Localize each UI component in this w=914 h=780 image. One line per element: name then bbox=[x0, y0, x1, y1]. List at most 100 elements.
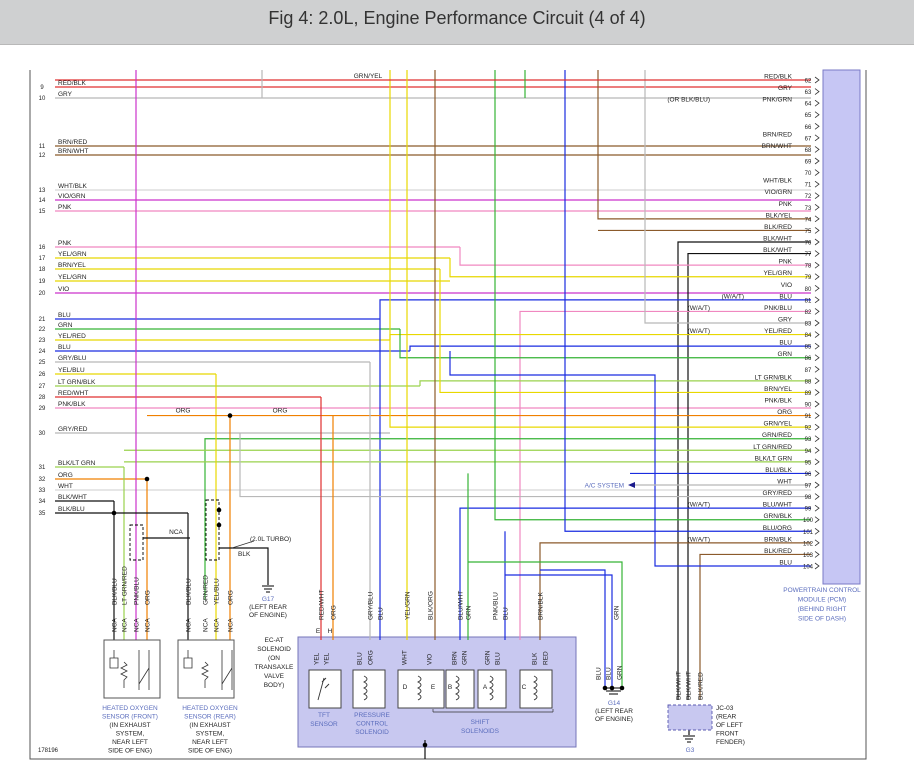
sensor-rear-pin-label: NCA bbox=[228, 618, 235, 632]
right-pin-number: 65 bbox=[805, 113, 812, 119]
ecat-wire-letter: YEL bbox=[324, 652, 331, 665]
tft-thermistor-icon bbox=[317, 677, 330, 701]
connector-arrow bbox=[814, 284, 820, 292]
right-pin-number: 92 bbox=[805, 426, 812, 432]
wire-76 bbox=[677, 241, 811, 700]
right-pin-label: BLK/WHT bbox=[763, 247, 792, 254]
g14-location: OF ENGINE) bbox=[595, 716, 633, 723]
connector-arrow bbox=[814, 157, 820, 165]
wire-85 bbox=[409, 345, 811, 351]
wire-88 bbox=[419, 380, 811, 386]
ecat-ground-dot bbox=[422, 742, 428, 748]
sensor-front-pin-label: NCA bbox=[112, 618, 119, 632]
right-pin-label: BLU/WHT bbox=[763, 502, 792, 509]
ecat-wire-label: GRN bbox=[614, 605, 621, 620]
sensor-rear-label: NEAR LEFT bbox=[192, 739, 228, 746]
shift-solenoid-letter: B bbox=[448, 684, 452, 691]
wire-78 bbox=[459, 247, 811, 266]
pressure-label: PRESSURE bbox=[354, 712, 390, 719]
left-pin-number: 35 bbox=[39, 511, 46, 517]
sensor-front-heater-icon bbox=[109, 650, 119, 669]
left-pin-label: YEL/GRN bbox=[58, 251, 87, 258]
ecat-wire-letter: WHT bbox=[402, 650, 409, 665]
wire-74 bbox=[597, 70, 811, 220]
left-pin-label: PNK bbox=[58, 240, 72, 247]
wire-99 bbox=[459, 507, 811, 640]
wire-83 bbox=[644, 70, 811, 324]
right-pin-number: 99 bbox=[805, 507, 812, 513]
connector-arrow bbox=[814, 400, 820, 408]
ecat-pin-letter: H bbox=[328, 628, 333, 635]
right-pin-number: 84 bbox=[805, 333, 812, 339]
connector-arrow bbox=[814, 99, 820, 107]
sensor-rear-label: HEATED OXYGEN bbox=[182, 705, 238, 712]
right-pin-label: BRN/RED bbox=[763, 131, 793, 138]
ecat-label: BODY) bbox=[264, 682, 285, 689]
g3-label: G3 bbox=[686, 747, 695, 754]
sensor-rear-box bbox=[177, 639, 235, 699]
right-pin-number: 63 bbox=[805, 90, 812, 96]
ecat-wire-label: BRN/BLK bbox=[538, 592, 545, 620]
connector-arrow bbox=[814, 261, 820, 269]
right-pin-number: 74 bbox=[805, 217, 812, 223]
sensor-front-pin-label: NCA bbox=[134, 618, 141, 632]
left-pin-number: 21 bbox=[39, 317, 46, 323]
left-pin-label: RED/BLK bbox=[58, 80, 86, 87]
sensor-front-box bbox=[103, 639, 161, 699]
wire-100 bbox=[494, 70, 811, 521]
ecat-component bbox=[352, 669, 386, 709]
ecat-label: TRANSAXLE bbox=[255, 664, 294, 671]
ecat-label: EC-AT bbox=[264, 637, 283, 644]
solenoid-coil-icon bbox=[454, 675, 460, 701]
connector-arrow bbox=[814, 111, 820, 119]
right-pin-number: 96 bbox=[805, 472, 812, 478]
right-pin-label: BLU bbox=[779, 293, 792, 300]
left-pin-label: BLU bbox=[58, 312, 71, 319]
splice-dot bbox=[602, 685, 608, 691]
left-pin-label: BRN/RED bbox=[58, 139, 88, 146]
tft-label: TFT bbox=[318, 712, 330, 719]
wire-101 bbox=[564, 70, 811, 532]
right-pin-label: GRN/BLK bbox=[763, 513, 792, 520]
right-pin-label: GRY/RED bbox=[763, 490, 793, 497]
turbo-leader bbox=[231, 540, 255, 549]
left-pin-number: 28 bbox=[39, 395, 46, 401]
right-pin-label: BLK/LT GRN bbox=[755, 455, 793, 462]
sensor-rear-label: SIDE OF ENG) bbox=[188, 748, 232, 755]
shift-bracket bbox=[432, 709, 554, 713]
jc03-label: FENDER) bbox=[716, 739, 745, 746]
ecat-wire-label: PNK/BLU bbox=[493, 592, 500, 620]
wire-98 bbox=[239, 433, 811, 498]
right-pin-label: PNK bbox=[779, 259, 793, 266]
ecat-wire-letter: BLK bbox=[532, 652, 539, 665]
connector-arrow bbox=[814, 389, 820, 396]
right-pin-number: 90 bbox=[805, 403, 812, 409]
sensor-front-wire-label: BLK/BLU bbox=[112, 578, 119, 605]
ecat-wire-letter: GRN bbox=[462, 650, 469, 665]
wire-77 bbox=[687, 252, 811, 700]
sensor-rear-label: (IN EXHAUST bbox=[189, 722, 230, 729]
left-pin-label: LT GRN/BLK bbox=[58, 379, 96, 386]
right-pin-number: 70 bbox=[805, 171, 812, 177]
rear-shield bbox=[205, 499, 220, 561]
wire-103 bbox=[699, 553, 811, 700]
right-pin-note: (W/A/T) bbox=[722, 293, 744, 300]
left-pin-label: WHT/BLK bbox=[58, 183, 88, 190]
connector-arrow bbox=[814, 215, 820, 223]
right-pin-label: PNK/BLU bbox=[764, 305, 792, 312]
tft-label: SENSOR bbox=[310, 721, 338, 728]
left-pin-number: 32 bbox=[39, 477, 46, 483]
sensor-front-label: (IN EXHAUST bbox=[109, 722, 150, 729]
sensor-rear-pin-label: NCA bbox=[186, 618, 193, 632]
ecat-wire-label: BLK/ORG bbox=[428, 591, 435, 620]
wire-82 bbox=[519, 310, 811, 640]
connector-arrow bbox=[814, 250, 820, 257]
right-pin-number: 67 bbox=[805, 136, 812, 142]
right-pin-number: 91 bbox=[805, 414, 812, 420]
right-pin-label: LT GRN/RED bbox=[753, 444, 792, 451]
right-pin-note: (W/A/T) bbox=[688, 305, 710, 312]
left-pin-label: ORG bbox=[58, 472, 73, 479]
right-pin-number: 102 bbox=[803, 541, 814, 547]
left-pin-label: YEL/RED bbox=[58, 333, 86, 340]
